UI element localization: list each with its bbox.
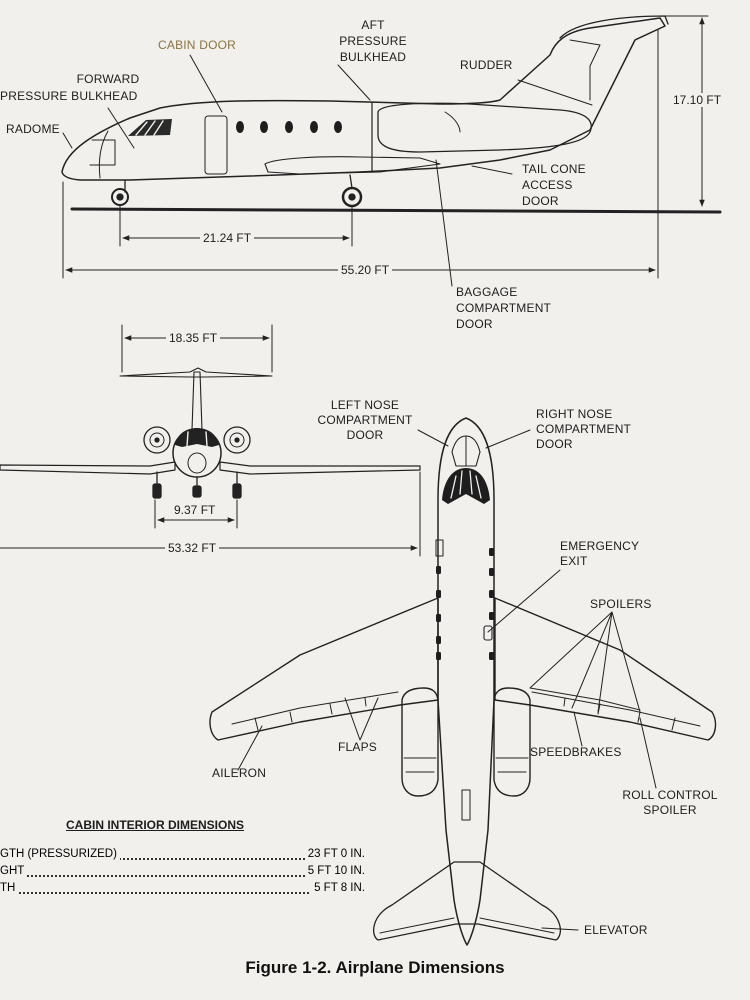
- wheelbase-dimension: 21.24 FT: [200, 231, 255, 245]
- baggage-door-label-line3: DOOR: [456, 317, 493, 331]
- cabin-row-name: GTH (PRESSURIZED): [0, 848, 120, 860]
- side-cabin-windows: [236, 121, 342, 133]
- aft-pressure-bulkhead-label-line2: PRESSURE: [339, 34, 407, 48]
- length-dimension: 55.20 FT: [338, 263, 393, 277]
- cabin-door-label: CABIN DOOR: [158, 38, 237, 52]
- front-windshield: [175, 428, 219, 447]
- elevator-label: ELEVATOR: [584, 923, 648, 937]
- flaps-label: FLAPS: [338, 740, 378, 754]
- cabin-row-value: 5 FT 8 IN.: [311, 882, 365, 894]
- tail-cone-label-line2: ACCESS: [522, 178, 573, 192]
- ground-line: [70, 207, 722, 214]
- right-nose-door-label-line3: DOOR: [536, 437, 573, 451]
- tail-cone-label-line1: TAIL CONE: [522, 162, 586, 176]
- top-right-engine: [493, 687, 531, 797]
- front-right-wing: [219, 461, 421, 475]
- cabin-row-length: GTH (PRESSURIZED) 23 FT 0 IN.: [0, 848, 365, 864]
- side-engine-nacelle: [377, 102, 592, 153]
- front-gear: [152, 471, 242, 499]
- cabin-row-name: TH: [0, 882, 19, 894]
- right-nose-door-label-line2: COMPARTMENT: [536, 422, 632, 436]
- left-nose-door-label-line3: DOOR: [346, 428, 384, 442]
- emergency-exit-label-line2: EXIT: [560, 554, 588, 568]
- left-nose-door-label-line2: COMPARTMENT: [317, 413, 413, 427]
- top-cabin-windows: [436, 548, 494, 660]
- spoilers-label: SPOILERS: [590, 597, 652, 611]
- baggage-door-label-line1: BAGGAGE: [456, 285, 518, 299]
- cabin-row-value: 23 FT 0 IN.: [304, 848, 365, 860]
- top-emergency-exit: [483, 625, 493, 641]
- top-right-wing: [494, 597, 717, 741]
- side-main-gear: [341, 174, 363, 208]
- aft-pressure-bulkhead-label-line1: AFT: [361, 18, 385, 32]
- top-left-engine: [401, 687, 439, 797]
- front-left-engine: [143, 426, 171, 454]
- forward-pressure-bulkhead-label-line2: PRESSURE BULKHEAD: [0, 89, 138, 103]
- cabin-row-height: GHT 5 FT 10 IN.: [0, 865, 365, 881]
- stabilizer-span-dimension: 18.35 FT: [166, 331, 221, 345]
- emergency-exit-label-line1: EMERGENCY: [560, 539, 640, 553]
- top-view-aircraft: [209, 417, 717, 946]
- roll-control-spoiler-label-line1: ROLL CONTROL: [622, 788, 718, 802]
- side-fuselage: [61, 17, 666, 181]
- side-cabin-door: [204, 115, 228, 175]
- top-windshield: [442, 468, 490, 504]
- top-cabin-door: [435, 539, 444, 557]
- aft-pressure-bulkhead-label-line3: BULKHEAD: [339, 50, 407, 64]
- right-nose-door-label-line1: RIGHT NOSE: [536, 407, 613, 421]
- top-horizontal-stabilizer: [372, 861, 562, 941]
- cabin-row-name: GHT: [0, 865, 28, 877]
- side-wing: [264, 156, 441, 175]
- left-nose-door-label-line1: LEFT NOSE: [330, 398, 400, 412]
- baggage-door-label-line2: COMPARTMENT: [456, 301, 552, 315]
- rudder-label: RUDDER: [460, 58, 513, 72]
- side-nose-gear: [111, 179, 129, 206]
- speedbrakes-label: SPEEDBRAKES: [530, 745, 622, 759]
- wingspan-dimension: 53.32 FT: [165, 541, 220, 555]
- cabin-interior-title: CABIN INTERIOR DIMENSIONS: [66, 818, 245, 832]
- dot-leader: [0, 875, 365, 877]
- cabin-row-width: TH 5 FT 8 IN.: [0, 882, 365, 898]
- front-right-engine: [223, 426, 251, 454]
- dot-leader: [0, 858, 365, 860]
- dot-leader: [0, 892, 365, 894]
- front-left-wing: [0, 461, 176, 475]
- figure-caption: Figure 1-2. Airplane Dimensions: [245, 958, 505, 977]
- cabin-row-value: 5 FT 10 IN.: [304, 865, 365, 877]
- side-view-aircraft: [61, 15, 722, 287]
- radome-label: RADOME: [6, 122, 60, 136]
- tail-cone-label-line3: DOOR: [522, 194, 559, 208]
- forward-pressure-bulkhead-label-line1: FORWARD: [76, 72, 140, 86]
- top-left-wing: [209, 597, 439, 741]
- front-stabilizer: [119, 367, 273, 378]
- roll-control-spoiler-label-line2: SPOILER: [643, 803, 697, 817]
- front-fin: [191, 371, 203, 431]
- tread-dimension: 9.37 FT: [171, 503, 219, 517]
- aileron-label: AILERON: [212, 766, 267, 780]
- height-dimension: 17.10 FT: [670, 93, 725, 107]
